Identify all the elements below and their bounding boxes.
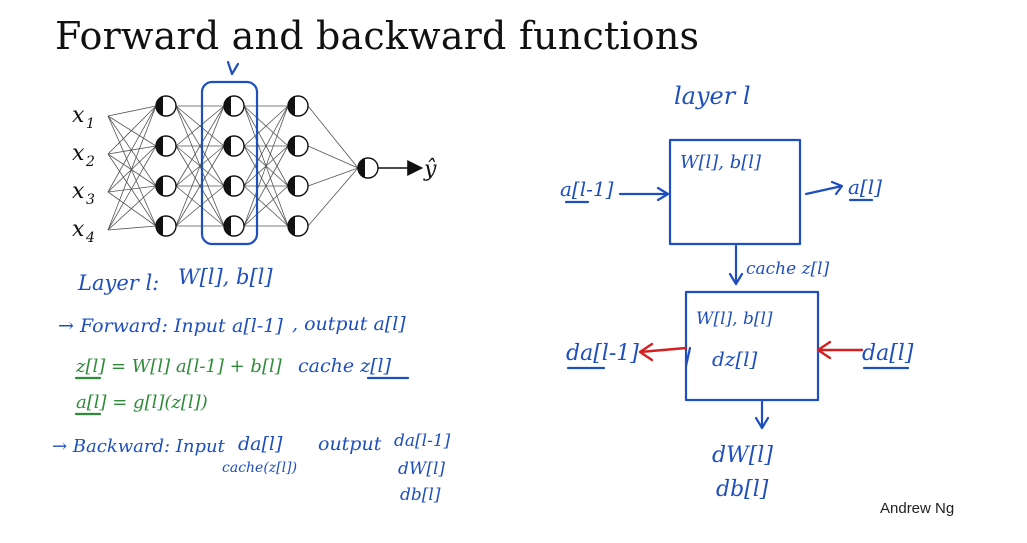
input-x1: x (72, 103, 85, 128)
backward-params: W[l], b[l] (696, 309, 773, 329)
network-edge (243, 105, 289, 147)
forward-box (668, 138, 802, 246)
input-x1-sub: 1 (86, 116, 95, 132)
network-edge (243, 105, 289, 187)
network-edge (243, 105, 289, 227)
input-x2: x (72, 141, 85, 166)
neural-network: x 1 x 2 x 3 x 4 ŷ (72, 60, 437, 246)
network-edge (175, 145, 225, 227)
backward-input-arrow (816, 340, 864, 360)
forward-input-arrow (618, 186, 670, 202)
network-edge (307, 145, 359, 169)
backward-box (684, 290, 820, 402)
neuron-input-mark (224, 96, 231, 116)
network-edge (107, 153, 157, 187)
output-yhat: ŷ (423, 157, 437, 182)
forward-output-arrow (804, 180, 844, 196)
note-eq-z: z[l] = W[l] a[l-1] + b[l] (75, 356, 283, 377)
author-credit: Andrew Ng (880, 500, 955, 517)
grad-dw-label: dW[l] (712, 443, 773, 468)
network-edge (307, 167, 359, 227)
block-layer-label: layer l (674, 82, 751, 110)
handwritten-notes: Layer l: W[l], b[l] → Forward: Input a[l… (52, 265, 451, 505)
backward-input-label: da[l] (862, 341, 914, 366)
input-labels: x 1 x 2 x 3 x 4 (72, 103, 95, 246)
neuron-input-mark (288, 96, 295, 116)
network-edge (107, 191, 157, 227)
neuron-input-mark (224, 216, 231, 236)
backward-inner-tick (684, 346, 692, 368)
network-edge (107, 105, 157, 231)
note-layer-def: Layer l: (77, 271, 159, 295)
network-edge (243, 145, 289, 227)
network-edge (175, 105, 225, 147)
network-edge (107, 105, 157, 117)
network-edge (107, 185, 157, 231)
backward-output-label: da[l-1] (566, 341, 639, 366)
network-edge (175, 105, 225, 187)
network-edge (107, 145, 157, 155)
neuron-input-mark (156, 216, 163, 236)
note-back-output: output (318, 433, 382, 455)
forward-params: W[l], b[l] (680, 152, 762, 173)
network-edge (307, 105, 359, 169)
neuron-input-mark (288, 216, 295, 236)
note-back-out-dw: dW[l] (398, 459, 445, 479)
network-edge (107, 105, 157, 155)
input-x3-sub: 3 (86, 192, 95, 208)
network-edge (107, 115, 157, 147)
network-edge (107, 185, 157, 193)
network-edge (107, 115, 157, 227)
note-forward-output: , output a[l] (292, 313, 406, 335)
backward-dz: dz[l] (712, 347, 758, 371)
forward-output-label: a[l] (848, 175, 882, 199)
network-neurons (155, 95, 379, 237)
neuron-input-mark (156, 96, 163, 116)
input-x4-sub: 4 (85, 230, 95, 246)
note-forward-a: a[l-1] (232, 315, 283, 337)
neuron-input-mark (224, 136, 231, 156)
slide-title: Forward and backward functions (55, 14, 700, 58)
backward-output-arrow (638, 342, 688, 362)
neuron-input-mark (156, 136, 163, 156)
network-connections (107, 105, 359, 231)
note-back-da: da[l] (238, 433, 283, 455)
network-edge (107, 105, 157, 193)
note-backward: → Backward: Input (52, 436, 226, 457)
network-edge (175, 185, 225, 227)
note-back-out-db: db[l] (400, 485, 441, 505)
note-forward: → Forward: Input (58, 315, 226, 337)
network-edge (107, 225, 157, 231)
network-edge (107, 145, 157, 231)
input-x3: x (72, 179, 85, 204)
neuron-input-mark (358, 158, 365, 178)
neuron-input-mark (288, 136, 295, 156)
layer-highlight-box (200, 80, 259, 246)
input-x4: x (72, 217, 85, 242)
cache-arrow (728, 244, 744, 286)
cache-label: cache z[l] (746, 259, 830, 279)
network-edge (107, 153, 157, 227)
note-layer-params: W[l], b[l] (178, 265, 273, 289)
note-eq-cache: cache z[l] (298, 355, 392, 377)
neuron-input-mark (288, 176, 295, 196)
layer-block-diagram: layer l W[l], b[l] a[l-1] a[l] cache z[l… (560, 82, 914, 502)
note-back-cache: cache(z[l]) (222, 460, 297, 476)
input-x2-sub: 2 (85, 154, 95, 170)
network-edge (307, 167, 359, 187)
network-edge (107, 115, 157, 187)
layer-pointer-arrow (226, 60, 240, 76)
network-edge (175, 105, 225, 227)
note-back-out-da: da[l-1] (394, 431, 451, 451)
grad-db-label: db[l] (716, 477, 769, 502)
neuron-input-mark (156, 176, 163, 196)
network-edge (243, 185, 289, 227)
forward-input-label: a[l-1] (560, 177, 614, 201)
neuron-input-mark (224, 176, 231, 196)
note-eq-a: a[l] = g[l](z[l]) (76, 392, 208, 413)
gradient-arrow (754, 400, 770, 430)
